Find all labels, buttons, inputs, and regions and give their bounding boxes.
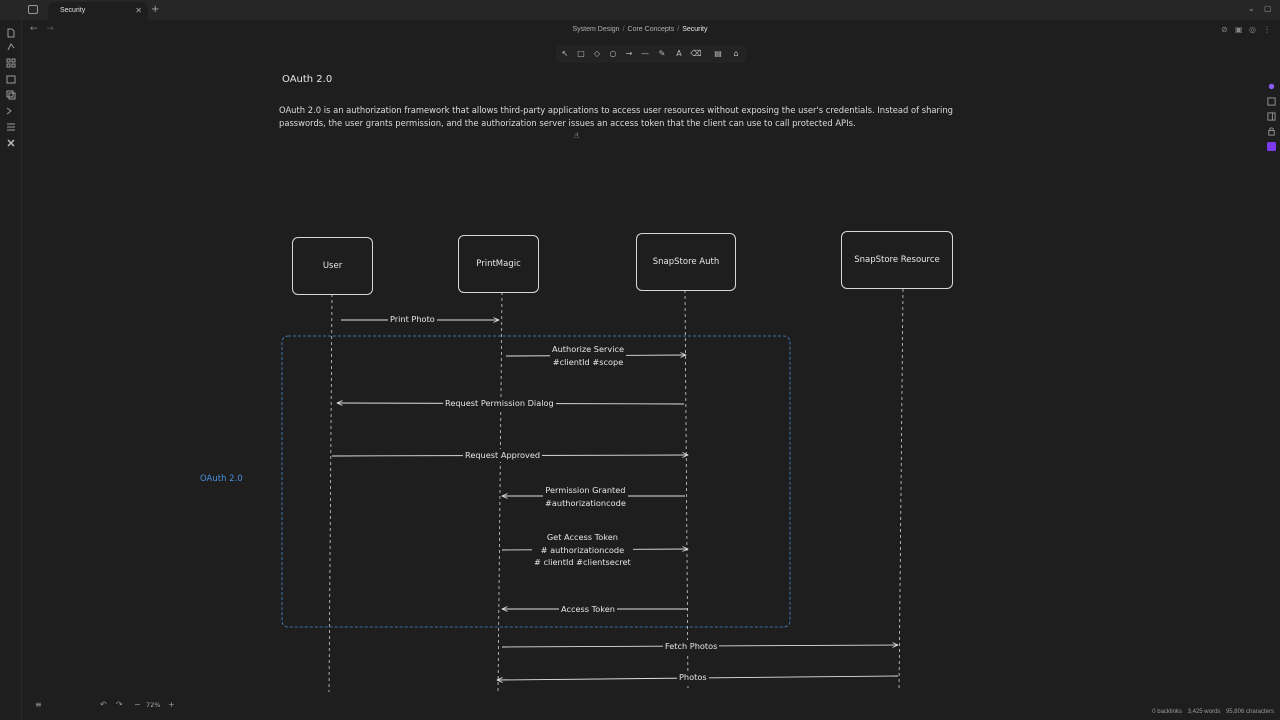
- save-icon[interactable]: ▣: [1235, 25, 1243, 34]
- undo-icon[interactable]: ↶: [100, 700, 107, 709]
- tab-security[interactable]: Security ✕: [48, 2, 148, 20]
- actor-user[interactable]: User: [292, 237, 373, 295]
- actor-snapstore-auth[interactable]: SnapStore Auth: [636, 233, 736, 291]
- frame-label: OAuth 2.0: [200, 474, 243, 484]
- file-icon[interactable]: [6, 28, 16, 38]
- note-paragraph: OAuth 2.0 is an authorization framework …: [279, 105, 953, 128]
- message-label[interactable]: Access Token: [559, 603, 617, 616]
- oauth-frame: [281, 335, 791, 628]
- redo-icon[interactable]: ↷: [116, 700, 123, 709]
- forward-arrow-icon[interactable]: →: [46, 24, 54, 34]
- canvas-controls: ≡ ↶ ↷ − 72% +: [28, 697, 178, 713]
- zoom-level[interactable]: 72%: [146, 701, 161, 709]
- message-label[interactable]: Permission Granted #authorizationcode: [543, 484, 628, 509]
- zoom-out-button[interactable]: −: [134, 700, 141, 709]
- sidebar-toggle-icon[interactable]: [28, 5, 38, 14]
- hand-cursor-icon: ☝: [574, 131, 579, 140]
- window-icon[interactable]: ▢: [1264, 4, 1272, 13]
- character-count: 95,806 characters: [1225, 709, 1274, 715]
- lifeline-printmagic: [497, 291, 503, 693]
- ellipse-tool-icon[interactable]: ○: [609, 49, 617, 58]
- close-icon[interactable]: ✕: [135, 6, 142, 15]
- terminal-icon[interactable]: [6, 106, 16, 116]
- arrow-tool-icon[interactable]: →: [625, 49, 633, 58]
- star-icon[interactable]: [1267, 82, 1276, 91]
- actor-printmagic[interactable]: PrintMagic: [458, 235, 539, 293]
- new-tab-icon[interactable]: +: [151, 4, 160, 15]
- image-tool-icon[interactable]: ▤: [714, 49, 722, 58]
- eraser-tool-icon[interactable]: ⌫: [690, 49, 702, 58]
- drawing-toolbar: ↖ □ ◇ ○ → — ✎ A ⌫ ▤ ⌂: [556, 45, 746, 63]
- breadcrumb-item[interactable]: System Design: [572, 26, 620, 33]
- message-label[interactable]: Request Approved: [463, 449, 543, 462]
- sidebar-right-icon[interactable]: [1267, 112, 1276, 121]
- chevron-down-icon[interactable]: ⌄: [1248, 4, 1255, 13]
- menu-icon[interactable]: ≡: [35, 700, 42, 709]
- diamond-tool-icon[interactable]: ◇: [593, 49, 601, 58]
- more-icon[interactable]: ⋮: [1263, 25, 1271, 34]
- selection-tool-icon[interactable]: ↖: [561, 49, 569, 58]
- list-icon[interactable]: [6, 122, 16, 132]
- link-icon[interactable]: ⊘: [1221, 25, 1228, 34]
- note-heading: OAuth 2.0: [282, 74, 333, 85]
- backlinks-count[interactable]: 0 backlinks: [1152, 709, 1182, 715]
- message-label[interactable]: Fetch Photos: [663, 640, 720, 653]
- message-label[interactable]: Request Permission Dialog: [443, 397, 556, 410]
- tab-label: Security: [60, 7, 86, 14]
- breadcrumb-current[interactable]: Security: [682, 26, 708, 33]
- settings-icon[interactable]: ◎: [1249, 25, 1256, 34]
- message-label[interactable]: Get Access Token # authorizationcode # c…: [532, 531, 633, 569]
- lifeline-user: [328, 293, 333, 693]
- nav-arrows: ← →: [30, 24, 54, 34]
- pencil-tool-icon[interactable]: ✎: [658, 49, 666, 58]
- outline-icon[interactable]: [1267, 97, 1276, 106]
- graph-icon[interactable]: [6, 42, 16, 52]
- lock-icon[interactable]: [1267, 127, 1276, 136]
- lifeline-snapstore-resource: [898, 288, 904, 691]
- lifeline-snapstore-auth: [684, 289, 689, 689]
- text-tool-icon[interactable]: A: [676, 49, 682, 58]
- tools-icon[interactable]: [6, 138, 16, 148]
- library-tool-icon[interactable]: ⌂: [733, 49, 739, 58]
- rectangle-tool-icon[interactable]: □: [577, 49, 585, 58]
- line-tool-icon[interactable]: —: [641, 49, 649, 58]
- tab-bar: Security ✕ + ⌄ ▢: [0, 0, 1280, 20]
- calendar-icon[interactable]: [6, 74, 16, 84]
- status-bar: 0 backlinks 3,425 words 95,806 character…: [1148, 709, 1274, 715]
- message-label[interactable]: Authorize Service #clientId #scope: [550, 343, 627, 368]
- word-count: 3,425 words: [1187, 709, 1221, 715]
- grid-icon[interactable]: [6, 58, 16, 68]
- breadcrumb-item[interactable]: Core Concepts: [627, 26, 675, 33]
- copy-icon[interactable]: [6, 90, 16, 100]
- actor-snapstore-resource[interactable]: SnapStore Resource: [841, 231, 953, 289]
- plugin-icon[interactable]: [1267, 142, 1276, 151]
- left-ribbon: [0, 20, 22, 720]
- back-arrow-icon[interactable]: ←: [30, 24, 38, 34]
- message-label[interactable]: Photos: [677, 671, 709, 684]
- zoom-in-button[interactable]: +: [168, 700, 175, 709]
- breadcrumb: System Design/Core Concepts/Security: [572, 26, 708, 33]
- message-label[interactable]: Print Photo: [388, 313, 437, 326]
